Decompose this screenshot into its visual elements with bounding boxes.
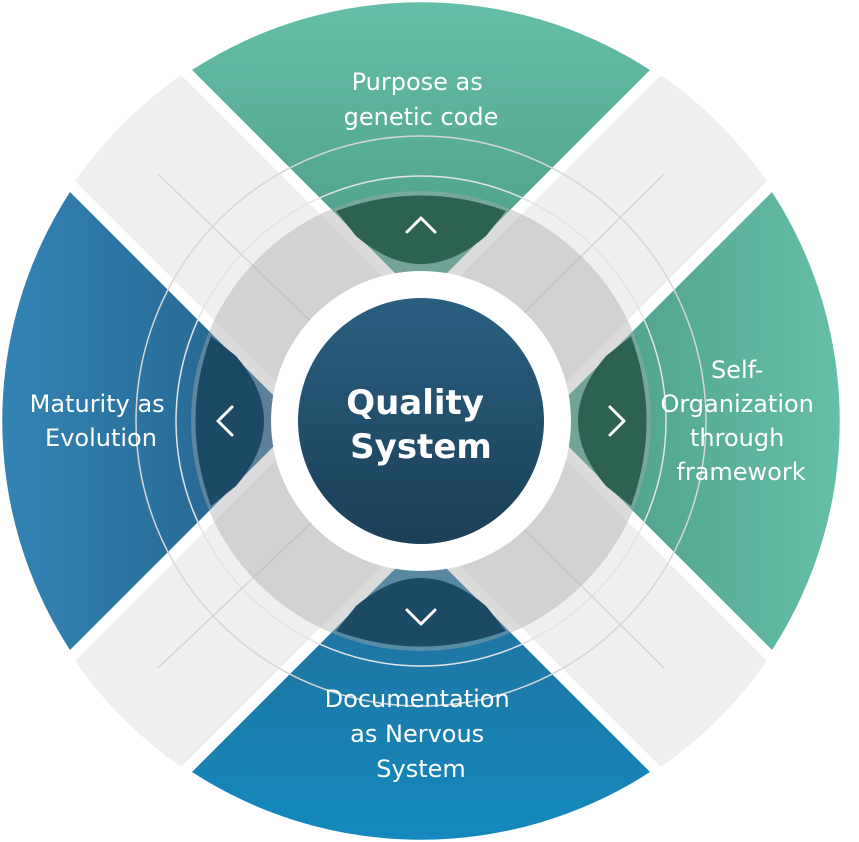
- chevron-down-icon[interactable]: [405, 608, 437, 626]
- center-title-line-1: Quality: [346, 383, 484, 423]
- chevron-up-icon[interactable]: [405, 216, 437, 234]
- diag-line-4: [504, 509, 665, 669]
- segment-top-label: Purpose as genetic code: [344, 68, 499, 131]
- center-title: Quality System: [346, 383, 496, 467]
- segment-bottom-tip: [336, 578, 506, 647]
- diag-line-2: [504, 173, 665, 333]
- center-title-line-2: System: [350, 427, 492, 467]
- segment-bottom-petal: [192, 543, 650, 840]
- diag-line-1: [157, 173, 331, 341]
- segment-left-petal: [2, 192, 300, 650]
- diag-line-3: [157, 504, 331, 669]
- segment-top-petal: [192, 2, 650, 299]
- segment-right-petal: [543, 192, 840, 650]
- segment-right-tip: [578, 336, 647, 506]
- segment-left-line-2: Evolution: [45, 424, 157, 452]
- outer-thin-ring: [135, 135, 707, 707]
- segment-left-label: Maturity as Evolution: [30, 390, 173, 452]
- segment-bottom-line-3: System: [376, 755, 466, 783]
- chevron-left-icon[interactable]: [216, 405, 234, 437]
- segment-bottom-line-1: Documentation: [325, 685, 510, 713]
- segment-right-line-1: Self-: [711, 356, 763, 384]
- segment-top-line-1: Purpose as: [352, 68, 483, 96]
- segment-right-line-4: framework: [676, 458, 805, 486]
- decor-rings: [135, 135, 707, 707]
- segment-bottom-label: Documentation as Nervous System: [325, 685, 518, 783]
- segment-left-tip: [195, 336, 264, 506]
- center-circle: [298, 298, 544, 544]
- middle-thin-ring: [175, 175, 667, 667]
- segment-right-line-2: Organization: [660, 390, 813, 418]
- segment-right-label: Self- Organization through framework: [660, 356, 821, 486]
- segment-top-tip: [336, 195, 506, 264]
- chevron-right-icon[interactable]: [608, 405, 626, 437]
- segment-bottom-line-2: as Nervous: [350, 720, 484, 748]
- segment-top-line-2: genetic code: [344, 103, 499, 131]
- segment-left-line-1: Maturity as: [30, 390, 165, 418]
- segment-right-line-3: through: [690, 424, 784, 452]
